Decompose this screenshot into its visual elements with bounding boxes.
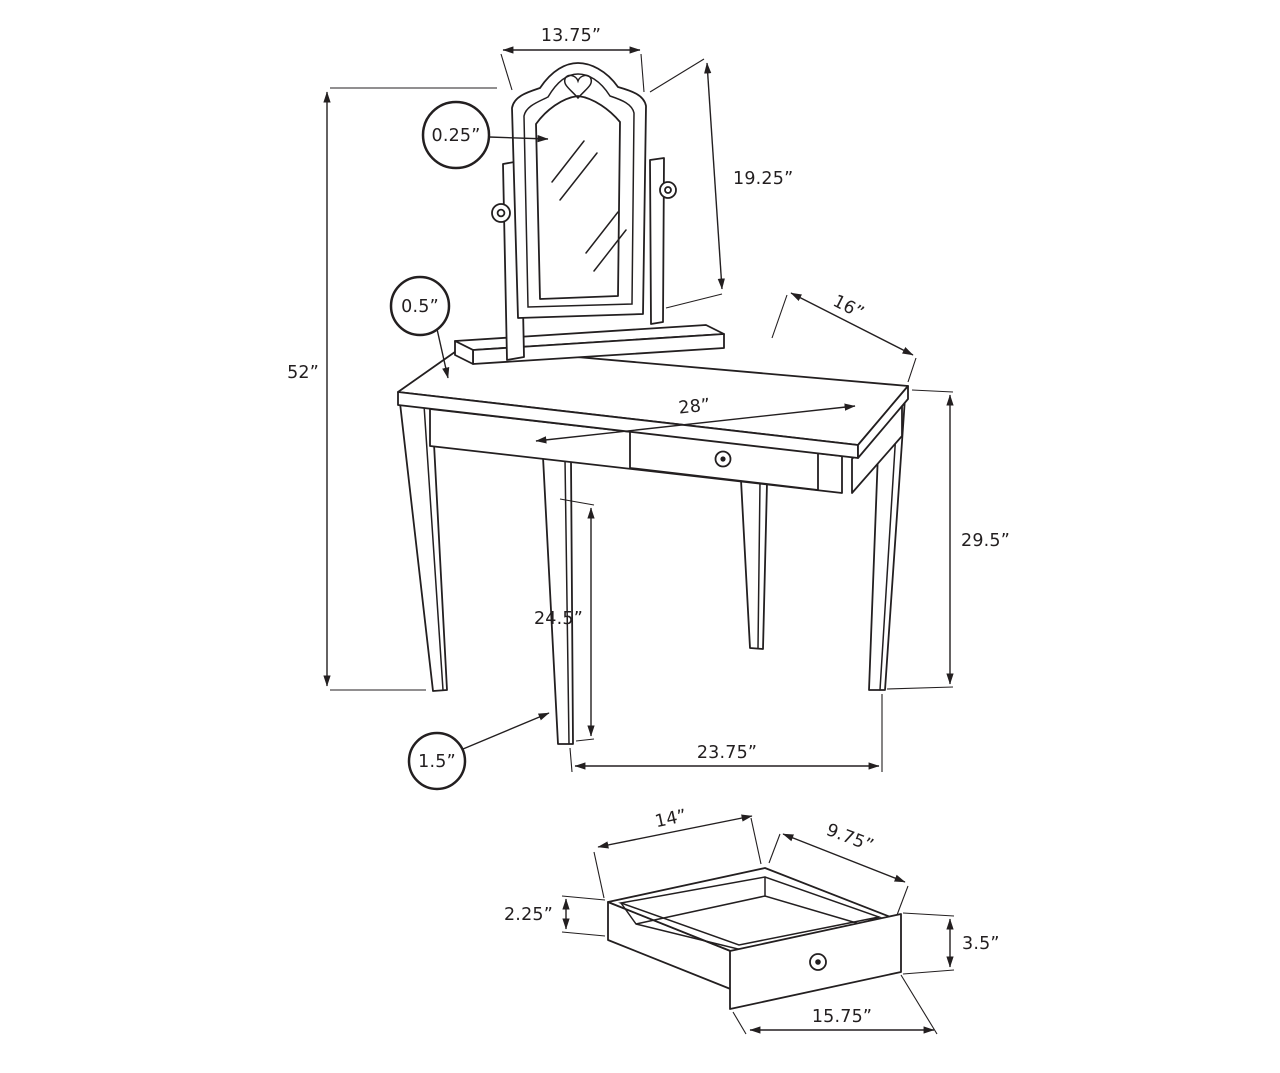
table-drawer-knob bbox=[714, 450, 732, 468]
mirror-glass bbox=[535, 95, 621, 300]
dim-drawer-front-height: 3.5” bbox=[902, 912, 1000, 975]
label-floor-clearance: 24.5” bbox=[534, 609, 583, 629]
callout-circle-tabletop-thickness bbox=[389, 275, 451, 337]
label-leg-width: 1.5” bbox=[418, 752, 456, 772]
dim-overall-height: 52” bbox=[287, 87, 497, 691]
label-tabletop-width: 28” bbox=[678, 395, 712, 418]
heart-cutout-icon bbox=[563, 74, 593, 100]
dim-mirror-width: 13.75” bbox=[500, 26, 645, 93]
callout-leg-width: 1.5” bbox=[407, 712, 550, 791]
label-table-height: 29.5” bbox=[961, 531, 1010, 551]
swivel-mirror bbox=[491, 62, 677, 319]
label-tabletop-thickness: 0.5” bbox=[401, 297, 439, 317]
mirror-frame-bevel bbox=[523, 73, 635, 308]
table-legs bbox=[399, 397, 906, 745]
dim-floor-clearance: 24.5” bbox=[534, 498, 595, 742]
label-tabletop-depth: 16” bbox=[830, 291, 868, 323]
table-apron bbox=[429, 401, 903, 494]
label-mirror-height: 19.25” bbox=[733, 169, 793, 189]
label-drawer-inner-width: 14” bbox=[653, 806, 688, 832]
vanity-table-drawing bbox=[397, 62, 909, 745]
callout-mirror-thickness: 0.25” bbox=[421, 100, 549, 170]
label-drawer-inner-depth: 9.75” bbox=[823, 820, 876, 856]
dim-tabletop-depth: 16” bbox=[771, 291, 917, 383]
mirror-shine-lines bbox=[551, 140, 627, 272]
dim-mirror-height: 19.25” bbox=[649, 58, 793, 309]
dimension-annotations: 52” 13.75” 19.25” 0.25” 0.5” bbox=[287, 26, 1010, 1035]
label-leg-span: 23.75” bbox=[697, 743, 757, 763]
leg-right-inner bbox=[740, 479, 768, 650]
drawer-knob bbox=[809, 953, 827, 971]
label-drawer-front-height: 3.5” bbox=[962, 934, 1000, 954]
dim-table-height: 29.5” bbox=[886, 389, 1010, 690]
label-drawer-front-width: 15.75” bbox=[812, 1007, 872, 1027]
mirror-pivot-knob-right bbox=[659, 181, 677, 199]
dim-tabletop-width: 28” bbox=[535, 395, 856, 444]
label-mirror-thickness: 0.25” bbox=[431, 126, 480, 146]
label-overall-height: 52” bbox=[287, 363, 319, 383]
dim-drawer-inner-height: 2.25” bbox=[504, 895, 606, 937]
mirror-pivot-knob-left bbox=[491, 203, 511, 223]
callout-circle-mirror-thickness bbox=[421, 100, 491, 170]
callout-tabletop-thickness: 0.5” bbox=[389, 275, 451, 379]
label-drawer-inner-height: 2.25” bbox=[504, 905, 553, 925]
dim-drawer-front-width: 15.75” bbox=[732, 974, 938, 1035]
dim-leg-span: 23.75” bbox=[569, 694, 883, 773]
mirror-post-right bbox=[649, 157, 665, 325]
drawer-detail-drawing bbox=[607, 867, 902, 1010]
callout-circle-leg-width bbox=[407, 731, 467, 791]
label-mirror-width: 13.75” bbox=[541, 26, 601, 46]
tabletop-right-edge bbox=[857, 385, 909, 459]
